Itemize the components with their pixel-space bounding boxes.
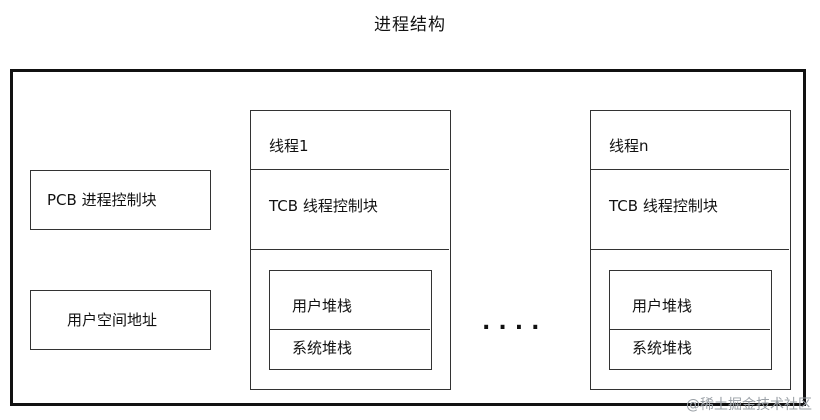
pcb-box: PCB 进程控制块	[30, 170, 211, 230]
diagram-title: 进程结构	[374, 15, 446, 35]
thread-1-name: 线程1	[269, 137, 309, 155]
thread-n-divider-1	[591, 169, 789, 170]
thread-1-user-stack: 用户堆栈	[292, 297, 353, 315]
thread-n-stack-divider	[610, 329, 770, 330]
thread-1-stack-divider	[270, 329, 430, 330]
thread-n-name: 线程n	[609, 137, 649, 155]
thread-n-box: 线程n TCB 线程控制块 用户堆栈 系统堆栈	[590, 110, 791, 390]
thread-1-divider-1	[251, 169, 449, 170]
watermark: @稀土掘金技术社区	[686, 397, 812, 413]
user-space-label: 用户空间地址	[67, 311, 158, 329]
thread-1-tcb: TCB 线程控制块	[269, 197, 378, 215]
thread-1-stack-box: 用户堆栈 系统堆栈	[269, 270, 432, 370]
user-space-box: 用户空间地址	[30, 290, 211, 350]
thread-1-system-stack: 系统堆栈	[292, 339, 353, 357]
thread-n-system-stack: 系统堆栈	[632, 339, 693, 357]
process-container	[10, 69, 806, 406]
pcb-label: PCB 进程控制块	[47, 191, 157, 209]
thread-n-user-stack: 用户堆栈	[632, 297, 693, 315]
ellipsis: ....	[482, 310, 548, 335]
thread-n-divider-2	[591, 249, 789, 250]
thread-1-box: 线程1 TCB 线程控制块 用户堆栈 系统堆栈	[250, 110, 451, 390]
thread-1-divider-2	[251, 249, 449, 250]
thread-n-stack-box: 用户堆栈 系统堆栈	[609, 270, 772, 370]
thread-n-tcb: TCB 线程控制块	[609, 197, 718, 215]
